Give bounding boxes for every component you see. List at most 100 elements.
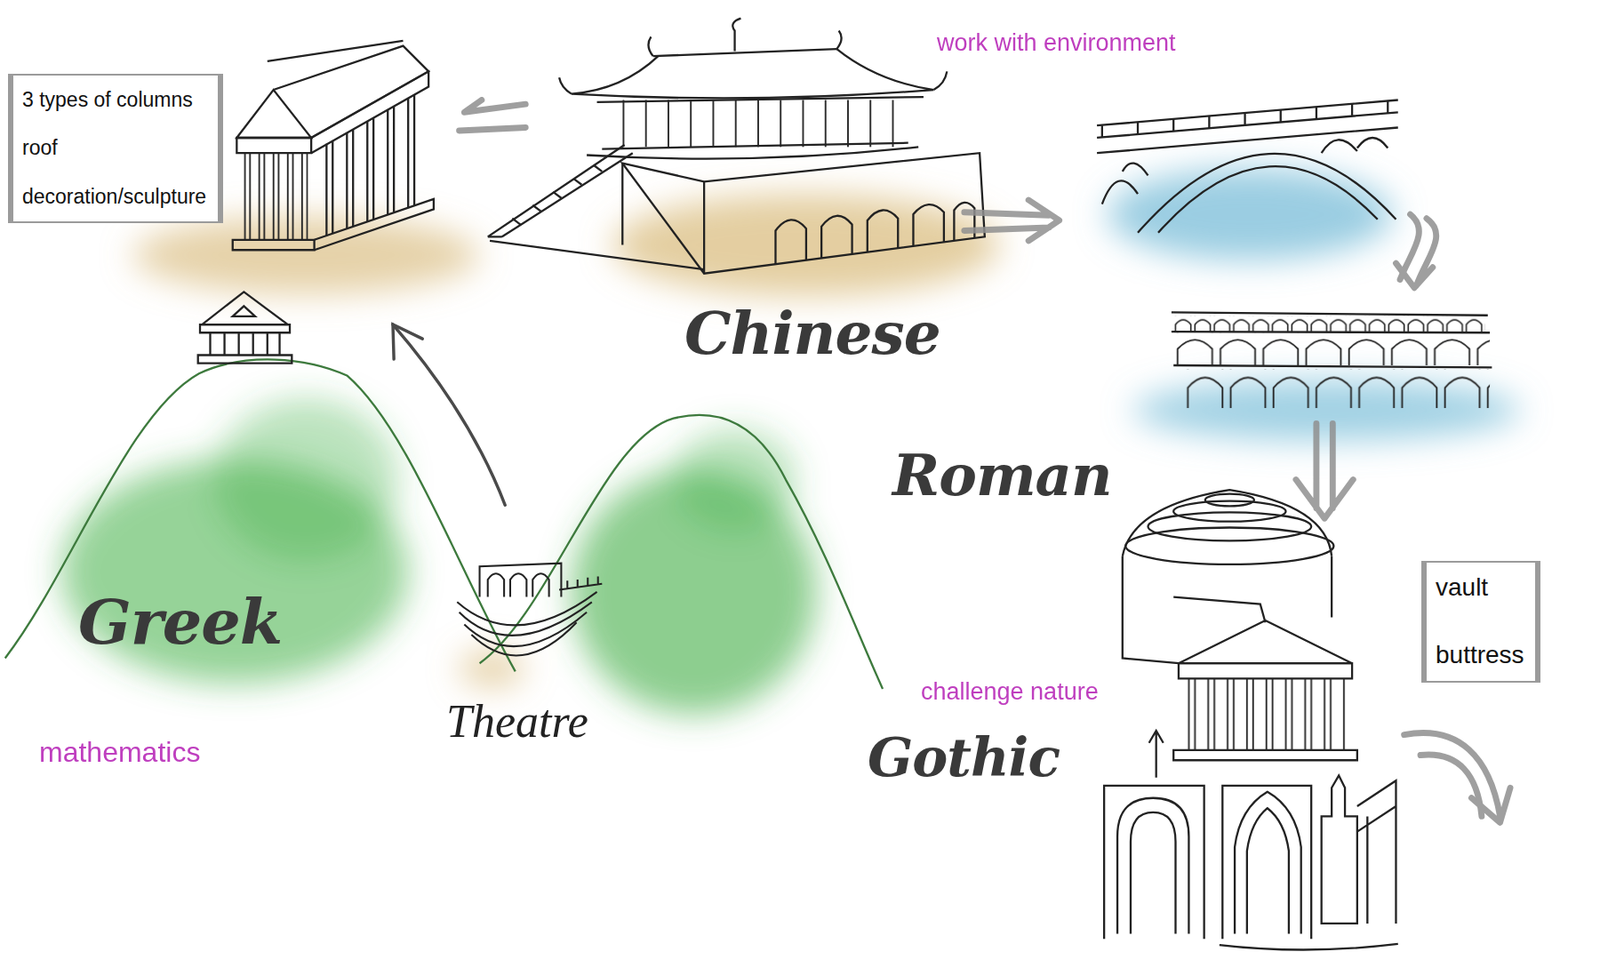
- annotation-note: challenge nature: [920, 678, 1099, 706]
- gothic-arches-part: [1219, 944, 1399, 951]
- aqueduct-part: [1171, 312, 1492, 368]
- flow-arrows-part: [1404, 732, 1511, 823]
- roman-bridge-part: [1137, 153, 1396, 233]
- up-arrow-part: [392, 324, 423, 360]
- gothic-arches-part: [1234, 792, 1302, 935]
- watercolor-wash-part: [214, 398, 399, 562]
- chinese-palace-part: [622, 152, 985, 273]
- pantheon-part: [1205, 494, 1255, 507]
- note-box: 3 types of columns roof decoration/sculptu…: [8, 73, 224, 224]
- chinese-palace-part: [489, 163, 704, 270]
- up-arrow-part: [392, 324, 505, 505]
- greek-temple-part: [232, 240, 315, 250]
- note-text: vault: [1435, 573, 1488, 602]
- greek-temple-part: [273, 46, 429, 138]
- style-heading: Gothic: [867, 727, 1060, 789]
- hilltop-temple-part: [198, 355, 293, 364]
- pantheon-part: [1178, 620, 1352, 664]
- chinese-palace-part: [612, 100, 898, 148]
- pantheon: [1122, 489, 1358, 760]
- gothic-arches-part: [1321, 775, 1358, 923]
- roman-bridge-part: [1102, 101, 1388, 138]
- flow-arrows-part: [464, 100, 526, 113]
- chinese-palace-part: [559, 71, 947, 94]
- annotation-note: mathematics: [39, 736, 200, 769]
- theatre-sketch-part: [480, 563, 562, 598]
- pantheon-part: [1122, 556, 1332, 664]
- watercolor-wash: [61, 168, 1521, 714]
- pantheon-part: [1184, 678, 1348, 750]
- pantheon-part: [1178, 663, 1352, 679]
- gothic-arches-part: [1130, 812, 1176, 935]
- gothic-arches-part: [1149, 730, 1164, 778]
- flow-arrows-part: [1420, 754, 1482, 816]
- chinese-palace-part: [648, 30, 841, 56]
- pantheon-part: [1173, 501, 1286, 522]
- watercolor-wash-part: [612, 193, 1000, 296]
- hilltop-temple-part: [209, 332, 280, 355]
- chinese-palace-part: [775, 202, 975, 264]
- chinese-palace: [488, 18, 985, 274]
- roman-bridge-part: [1321, 137, 1389, 153]
- flow-arrows-part: [459, 128, 527, 131]
- pantheon-part: [1122, 489, 1332, 557]
- pantheon-part: [1173, 597, 1265, 624]
- annotation-note: work with environment: [936, 29, 1176, 57]
- aqueduct: [1171, 312, 1492, 408]
- pantheon-part: [1148, 512, 1312, 541]
- theatre-sketch-part: [559, 576, 602, 591]
- aqueduct-part: [1173, 332, 1490, 366]
- greek-temple-part: [240, 152, 309, 240]
- pantheon-part: [1173, 750, 1358, 760]
- hilltop-temple-part: [200, 324, 290, 333]
- greek-temple-part: [236, 89, 312, 138]
- theatre-sketch-part: [464, 612, 587, 647]
- style-heading: Chinese: [684, 300, 941, 368]
- gothic-arches-part: [1357, 780, 1397, 924]
- roman-bridge-part: [1158, 166, 1378, 233]
- flow-arrows: [459, 100, 1511, 824]
- mountain-outline-part: [480, 415, 883, 689]
- style-heading: Roman: [892, 442, 1112, 509]
- greek-temple-part: [314, 199, 434, 250]
- chinese-palace-part: [571, 48, 935, 98]
- greek-temple: [232, 40, 434, 250]
- note-text: 3 types of columns: [22, 88, 193, 112]
- building-label: Theatre: [446, 695, 589, 749]
- gothic-arches-part: [1222, 785, 1312, 939]
- flow-arrows-part: [1296, 423, 1353, 519]
- chinese-palace-part: [601, 143, 908, 150]
- hilltop-temple-part: [232, 305, 256, 316]
- note-text: roof: [22, 136, 58, 160]
- chinese-palace-part: [732, 18, 741, 52]
- watercolor-wash-part: [673, 428, 797, 531]
- roman-bridge: [1096, 100, 1399, 233]
- aqueduct-part: [1184, 369, 1490, 409]
- chinese-palace-part: [586, 146, 919, 159]
- chinese-palace-part: [653, 48, 838, 56]
- flow-arrows-part: [964, 200, 1060, 241]
- greek-temple-part: [326, 95, 415, 236]
- flow-arrows-part: [1400, 214, 1419, 280]
- note-box: vault buttress: [1421, 560, 1541, 683]
- greek-temple-part: [236, 137, 312, 153]
- hilltop-temple: [198, 291, 293, 363]
- gothic-arches-part: [1247, 808, 1289, 934]
- gothic-arches-part: [1104, 785, 1205, 939]
- greek-temple-part: [267, 40, 404, 62]
- note-text: buttress: [1435, 640, 1525, 670]
- mountain-outline: [5, 359, 883, 689]
- gothic-arches-part: [1117, 798, 1189, 935]
- watercolor-wash-part: [1107, 168, 1393, 260]
- note-text: decoration/sculpture: [22, 184, 207, 208]
- gothic-arches: [1104, 730, 1399, 951]
- theatre-sketch-part: [471, 622, 576, 656]
- chinese-palace-part: [488, 144, 633, 237]
- theatre-sketch-part: [488, 573, 550, 597]
- theatre-sketch: [456, 563, 602, 656]
- up-arrow: [392, 324, 505, 505]
- hilltop-temple-part: [201, 291, 288, 325]
- theatre-sketch-part: [459, 601, 592, 636]
